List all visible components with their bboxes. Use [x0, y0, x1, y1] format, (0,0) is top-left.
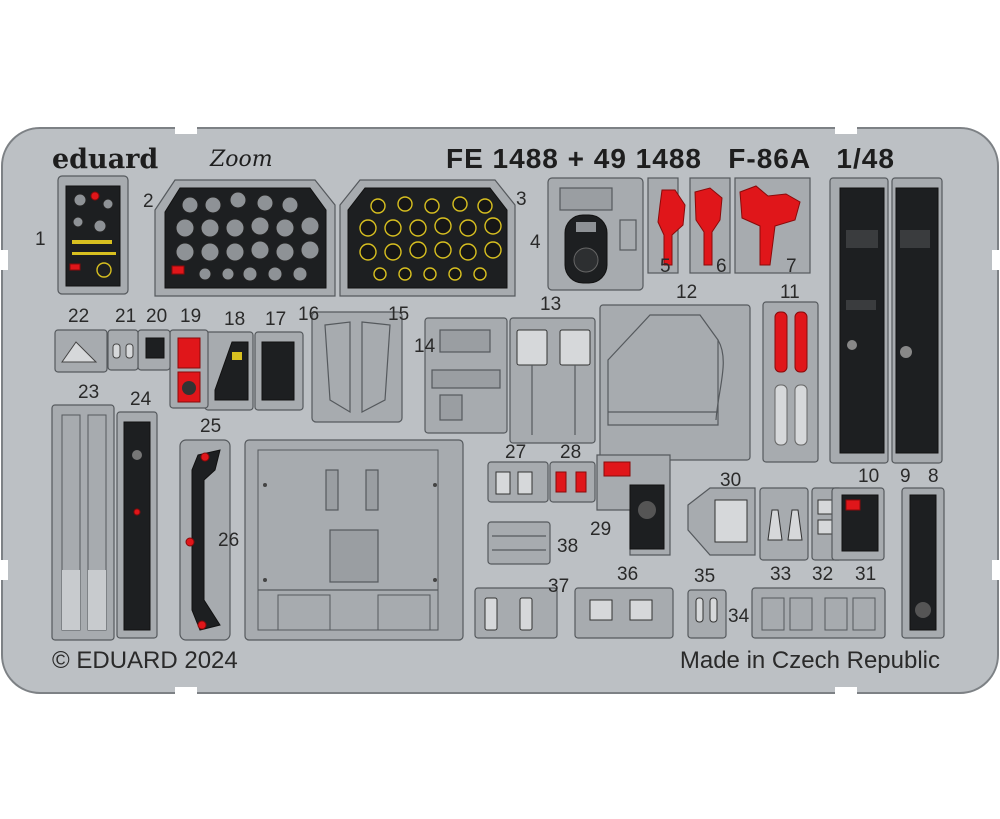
part-7: [734, 177, 811, 274]
part-label-36: 36: [617, 564, 638, 585]
part-30: [687, 487, 756, 556]
part-31: [831, 487, 885, 561]
part-13: [509, 317, 596, 444]
part-9: [891, 177, 943, 464]
part-10: [829, 177, 889, 464]
part-label-35: 35: [694, 566, 715, 587]
copyright-text: © EDUARD 2024: [52, 647, 238, 674]
part-label-28: 28: [560, 442, 581, 463]
part-28: [549, 461, 596, 503]
part-label-23: 23: [78, 382, 99, 403]
part-label-19: 19: [180, 306, 201, 327]
part-label-34: 34: [728, 606, 750, 627]
part-2: [154, 179, 336, 297]
part-label-5: 5: [660, 256, 671, 277]
part-17: [254, 331, 304, 411]
part-33: [759, 487, 809, 561]
part-23: [51, 404, 115, 641]
part-label-10: 10: [858, 466, 879, 487]
part-label-11: 11: [780, 282, 800, 303]
zoom-logo: Zoom: [209, 147, 273, 172]
part-label-2: 2: [143, 191, 154, 212]
part-25-26: [179, 439, 231, 641]
part-label-29: 29: [590, 519, 611, 540]
part-21: [107, 329, 139, 371]
part-22: [54, 329, 108, 373]
part-4: [547, 177, 644, 291]
part-8: [901, 487, 945, 639]
part-label-13: 13: [540, 294, 561, 315]
part-label-25: 25: [200, 416, 221, 437]
part-label-21: 21: [115, 306, 136, 327]
part-3: [339, 179, 516, 297]
part-label-15: 15: [388, 304, 409, 325]
part-29: [596, 454, 671, 556]
part-35: [687, 589, 727, 639]
fret-title: FE 1488 + 49 1488 F-86A 1/48: [446, 143, 895, 174]
part-12: [599, 304, 751, 461]
part-27: [487, 461, 549, 503]
made-in-text: Made in Czech Republic: [680, 647, 940, 674]
part-label-31: 31: [855, 564, 876, 585]
part-label-12: 12: [676, 282, 697, 303]
part-38: [487, 521, 551, 565]
part-label-33: 33: [770, 564, 791, 585]
part-1: [57, 175, 129, 295]
floor-plate: [244, 439, 464, 641]
brand-logo: eduard: [52, 144, 158, 175]
part-24: [116, 411, 158, 639]
part-label-22: 22: [68, 306, 89, 327]
part-label-6: 6: [716, 256, 727, 277]
part-label-20: 20: [146, 306, 167, 327]
part-16: [311, 311, 403, 423]
part-label-8: 8: [928, 466, 939, 487]
part-label-30: 30: [720, 470, 741, 491]
part-18: [204, 331, 254, 411]
part-label-26: 26: [218, 530, 239, 551]
part-11: [762, 301, 819, 463]
part-14: [424, 317, 508, 434]
part-34: [751, 587, 886, 639]
part-label-4: 4: [530, 232, 541, 253]
part-label-14: 14: [414, 336, 436, 357]
part-20: [137, 329, 171, 371]
part-19: [169, 329, 209, 409]
part-label-17: 17: [265, 309, 286, 330]
part-label-32: 32: [812, 564, 833, 585]
part-37: [474, 587, 558, 639]
part-label-27: 27: [505, 442, 526, 463]
part-label-9: 9: [900, 466, 911, 487]
part-label-16: 16: [298, 304, 319, 325]
part-label-1: 1: [35, 229, 46, 250]
part-5: [647, 177, 686, 274]
part-36: [574, 587, 674, 639]
part-label-18: 18: [224, 309, 245, 330]
part-label-7: 7: [786, 256, 797, 277]
part-label-38: 38: [557, 536, 578, 557]
part-label-3: 3: [516, 189, 527, 210]
part-label-37: 37: [548, 576, 569, 597]
part-label-24: 24: [130, 389, 152, 410]
part-6: [689, 177, 731, 274]
